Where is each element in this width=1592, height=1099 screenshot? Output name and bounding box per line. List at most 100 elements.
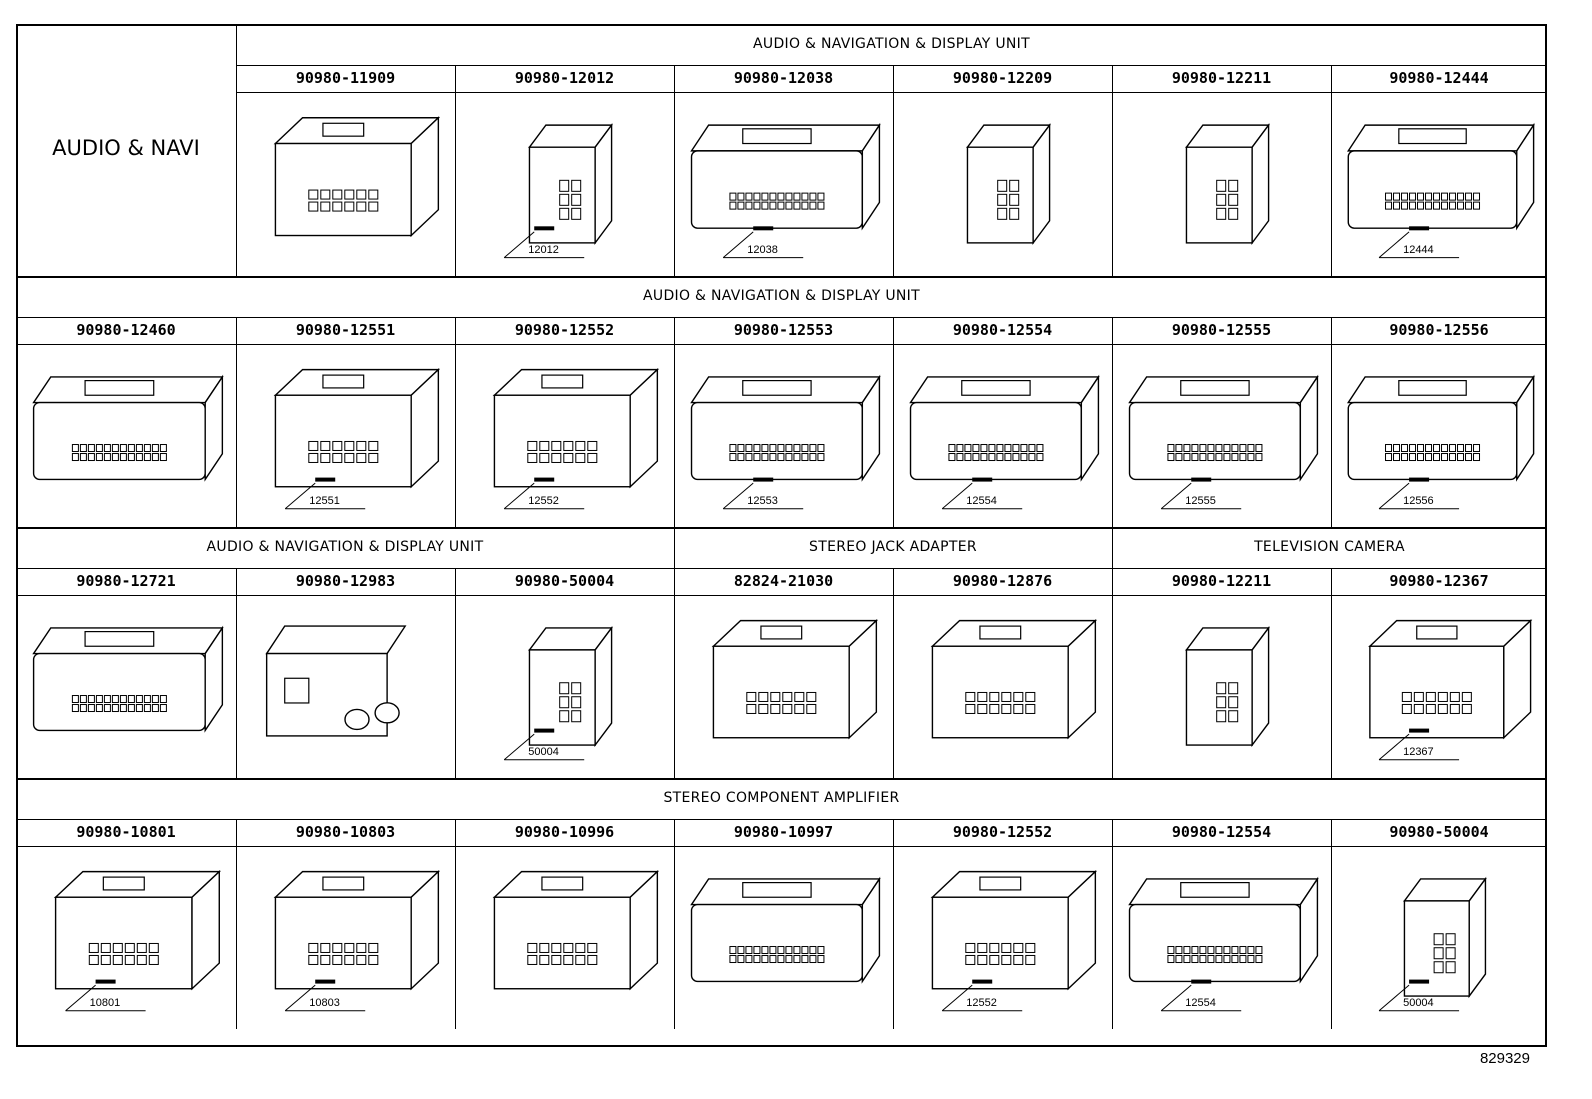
connector-drawing xyxy=(1128,374,1319,510)
part-number: 90980-50004 xyxy=(1389,823,1489,841)
connector-drawing xyxy=(273,116,441,238)
part-number: 90980-12444 xyxy=(1389,69,1489,87)
group-title: AUDIO & NAVIGATION & DISPLAY UNIT xyxy=(753,36,1030,52)
connector-drawing xyxy=(503,625,613,761)
column-divider xyxy=(893,65,894,276)
connector-drawing xyxy=(909,374,1100,510)
part-band-divider xyxy=(16,344,1547,345)
group-title: STEREO COMPONENT AMPLIFIER xyxy=(663,790,900,806)
part-number: 90980-12553 xyxy=(733,321,834,339)
connector-illustration: 12554 xyxy=(1112,846,1331,1029)
part-number: 90980-10801 xyxy=(76,823,176,841)
part-number: 90980-10996 xyxy=(514,823,615,841)
part-number: 90980-12209 xyxy=(952,69,1053,87)
connector-chart-sheet xyxy=(16,24,1547,1047)
connector-drawing xyxy=(53,870,222,1012)
callout-label: 50004 xyxy=(1403,996,1434,1009)
connector-illustration: 10803 xyxy=(236,846,455,1029)
part-number: 82824-21030 xyxy=(733,572,834,590)
connector-drawing xyxy=(492,869,660,991)
callout-label: 10803 xyxy=(309,996,340,1009)
group-title: AUDIO & NAVIGATION & DISPLAY UNIT xyxy=(206,539,484,555)
part-number: 90980-12551 xyxy=(295,321,396,339)
group-band-divider xyxy=(16,317,1547,318)
side-label-divider xyxy=(236,24,237,276)
column-divider xyxy=(893,819,894,1029)
connector-illustration xyxy=(1112,595,1331,778)
part-number: 90980-12460 xyxy=(76,321,176,339)
connector-drawing xyxy=(265,625,407,737)
column-divider xyxy=(674,65,675,276)
part-number: 90980-12012 xyxy=(514,69,615,87)
connector-drawing xyxy=(1346,374,1535,510)
callout-label: 12551 xyxy=(309,494,340,507)
connector-illustration: 12012 xyxy=(455,92,674,276)
part-number: 90980-12876 xyxy=(952,572,1053,590)
connector-illustration: 10801 xyxy=(16,846,236,1029)
connector-drawing xyxy=(930,618,1098,740)
connector-drawing xyxy=(690,876,881,984)
connector-drawing xyxy=(492,367,660,510)
column-divider xyxy=(1112,317,1113,527)
column-divider xyxy=(893,317,894,527)
connector-drawing xyxy=(1368,618,1533,761)
connector-illustration: 12038 xyxy=(674,92,893,276)
callout-label: 12444 xyxy=(1403,243,1434,256)
column-divider xyxy=(1112,65,1113,276)
part-number: 90980-12554 xyxy=(952,321,1053,339)
row-divider xyxy=(16,276,1547,278)
connector-illustration xyxy=(1112,92,1331,276)
column-divider xyxy=(674,317,675,527)
connector-illustration: 12554 xyxy=(893,344,1112,527)
connector-illustration xyxy=(236,595,455,778)
part-band-divider xyxy=(16,595,1547,596)
connector-illustration xyxy=(16,595,236,778)
group-title: STEREO JACK ADAPTER xyxy=(809,539,977,555)
callout-label: 12012 xyxy=(528,243,559,256)
connector-illustration: 12551 xyxy=(236,344,455,527)
connector-illustration: 12367 xyxy=(1331,595,1547,778)
callout-label: 12555 xyxy=(1185,494,1216,507)
column-divider xyxy=(455,819,456,1029)
connector-drawing xyxy=(1185,625,1270,748)
part-number: 90980-12211 xyxy=(1171,572,1272,590)
callout-label: 12367 xyxy=(1403,745,1434,758)
connector-drawing xyxy=(690,374,881,510)
reference-number: 829329 xyxy=(1479,1050,1530,1067)
part-number: 90980-50004 xyxy=(514,572,615,590)
connector-drawing xyxy=(930,869,1098,1012)
column-divider xyxy=(1331,568,1332,778)
part-number: 90980-12556 xyxy=(1389,321,1489,339)
part-number: 90980-12721 xyxy=(76,572,176,590)
callout-label: 12554 xyxy=(1185,996,1216,1009)
callout-label: 12553 xyxy=(747,494,778,507)
group-title: AUDIO & NAVIGATION & DISPLAY UNIT xyxy=(643,288,920,304)
connector-illustration xyxy=(893,595,1112,778)
column-divider xyxy=(674,819,675,1029)
connector-illustration xyxy=(674,846,893,1029)
column-divider xyxy=(236,317,237,527)
column-divider xyxy=(455,65,456,276)
callout-label: 12038 xyxy=(747,243,778,256)
connector-drawing xyxy=(503,123,613,259)
group-band-divider xyxy=(16,568,1547,569)
column-divider xyxy=(455,568,456,778)
part-number: 90980-12552 xyxy=(952,823,1053,841)
connector-illustration: 12444 xyxy=(1331,92,1547,276)
callout-label: 12556 xyxy=(1403,494,1434,507)
connector-drawing xyxy=(273,869,441,1012)
callout-label: 12554 xyxy=(966,494,997,507)
part-number: 90980-12211 xyxy=(1171,69,1272,87)
connector-drawing xyxy=(711,618,879,740)
column-divider xyxy=(1112,819,1113,1029)
group-divider xyxy=(674,527,675,568)
column-divider xyxy=(1331,317,1332,527)
callout-label: 12552 xyxy=(528,494,559,507)
connector-illustration: 12552 xyxy=(893,846,1112,1029)
connector-drawing xyxy=(966,123,1051,245)
column-divider xyxy=(236,819,237,1029)
part-number: 90980-12552 xyxy=(514,321,615,339)
part-number: 90980-10803 xyxy=(295,823,396,841)
connector-illustration: 12555 xyxy=(1112,344,1331,527)
column-divider xyxy=(1331,819,1332,1029)
